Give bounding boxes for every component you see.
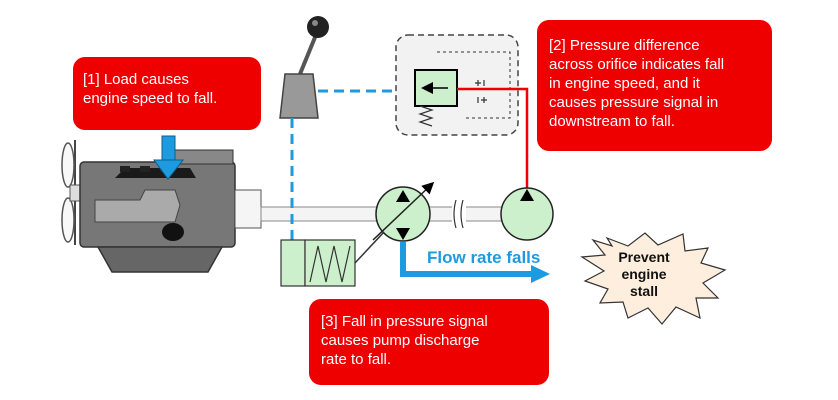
callout-pressure-difference: [2] Pressure difference across orifice i…: [537, 20, 772, 151]
shaft-break-icon: [452, 199, 466, 229]
callout-pump-discharge: [3] Fall in pressure signal causes pump …: [309, 299, 549, 385]
starburst-icon: [580, 232, 727, 325]
flow-arrow-icon: [400, 242, 550, 283]
callout-load: [1] Load causes engine speed to fall.: [73, 57, 261, 130]
pump-regulator-icon: [280, 231, 385, 287]
control-valve-icon: [395, 34, 519, 136]
throttle-lever-icon: [279, 16, 329, 119]
prevent-stall-label: Prevent engine stall: [618, 249, 670, 299]
variable-pump-icon: [372, 181, 435, 242]
flow-rate-label: Flow rate falls: [427, 248, 541, 267]
fixed-pump-icon: [500, 187, 554, 241]
load-arrow-icon: [153, 135, 185, 180]
